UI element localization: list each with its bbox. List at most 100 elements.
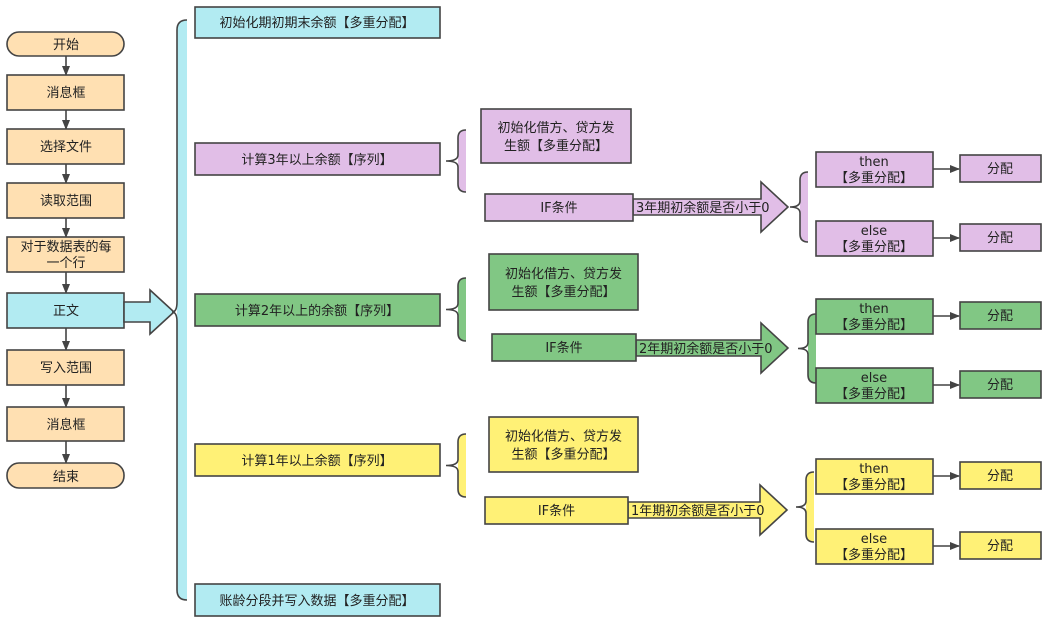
init-balance-shape bbox=[194, 6, 441, 39]
condition-label: 2年期初余额是否小于0 bbox=[639, 341, 773, 357]
section-brace bbox=[445, 277, 467, 342]
section-title-label: 计算2年以上的余额【序列】 bbox=[235, 303, 399, 319]
section-title-shape bbox=[194, 142, 441, 176]
if-condition-label: IF条件 bbox=[538, 503, 575, 519]
then-branch-node[interactable]: then【多重分配】 bbox=[815, 151, 934, 188]
branch-brace bbox=[797, 313, 817, 384]
branch-brace bbox=[795, 471, 815, 543]
section-brace-fill bbox=[458, 278, 466, 341]
then-assign-label: 分配 bbox=[987, 162, 1013, 177]
then-branch-shape bbox=[815, 458, 934, 495]
body-label: 正文 bbox=[53, 304, 79, 319]
else-branch-node[interactable]: else【多重分配】 bbox=[815, 220, 934, 257]
section-title-label: 计算1年以上余额【序列】 bbox=[241, 453, 392, 469]
else-branch-label-line2: 【多重分配】 bbox=[835, 547, 913, 563]
msgbox-node-2[interactable]: 消息框 bbox=[6, 406, 125, 442]
else-assign-node[interactable]: 分配 bbox=[959, 370, 1042, 399]
aging-write-label: 账龄分段并写入数据【多重分配】 bbox=[219, 593, 414, 609]
branch-brace-fill bbox=[800, 172, 808, 242]
body-node[interactable]: 正文 bbox=[6, 292, 125, 329]
section-brace bbox=[445, 433, 467, 498]
aging-write-shape bbox=[194, 583, 441, 617]
aging-write-node[interactable]: 账龄分段并写入数据【多重分配】 bbox=[194, 583, 441, 617]
then-assign-node[interactable]: 分配 bbox=[959, 301, 1042, 330]
section-title-node[interactable]: 计算1年以上余额【序列】 bbox=[194, 443, 441, 477]
section-title-label: 计算3年以上余额【序列】 bbox=[241, 152, 392, 168]
then-branch-label-line2: 【多重分配】 bbox=[835, 477, 913, 493]
else-branch-label-line2: 【多重分配】 bbox=[835, 386, 913, 402]
for-each-row-label-line2: 一个行 bbox=[46, 256, 85, 271]
if-condition-node[interactable]: IF条件 bbox=[484, 193, 634, 222]
body-expand-arrow bbox=[123, 288, 176, 336]
else-branch-node[interactable]: else【多重分配】 bbox=[815, 367, 934, 404]
else-branch-label-line1: else bbox=[861, 371, 887, 386]
start-shape bbox=[6, 31, 125, 57]
section-title-node[interactable]: 计算2年以上的余额【序列】 bbox=[194, 293, 441, 327]
then-assign-shape bbox=[959, 154, 1042, 183]
init-debit-credit-label-line2: 生额【多重分配】 bbox=[504, 138, 608, 154]
select-file-node[interactable]: 选择文件 bbox=[6, 128, 125, 165]
then-assign-node[interactable]: 分配 bbox=[959, 154, 1042, 183]
else-branch-label-line2: 【多重分配】 bbox=[835, 239, 913, 255]
main-flow: 开始 消息框 选择文件 读取范围 对于数据表的每 一个行 正文 写入范围 bbox=[6, 31, 176, 489]
msgbox-shape bbox=[6, 406, 125, 442]
else-branch-node[interactable]: else【多重分配】 bbox=[815, 528, 934, 565]
init-balance-node[interactable]: 初始化期初期末余额【多重分配】 bbox=[194, 6, 441, 39]
then-branch-shape bbox=[815, 298, 934, 335]
if-condition-node[interactable]: IF条件 bbox=[484, 496, 629, 525]
if-condition-label: IF条件 bbox=[540, 200, 577, 216]
if-condition-label: IF条件 bbox=[545, 340, 582, 356]
section-title-node[interactable]: 计算3年以上余额【序列】 bbox=[194, 142, 441, 176]
init-debit-credit-shape bbox=[480, 108, 632, 164]
else-branch-label-line1: else bbox=[861, 532, 887, 547]
select-file-label: 选择文件 bbox=[40, 140, 92, 155]
then-branch-label-line1: then bbox=[859, 302, 889, 317]
end-node[interactable]: 结束 bbox=[6, 462, 125, 489]
read-range-node[interactable]: 读取范围 bbox=[6, 182, 125, 219]
branch-brace-fill bbox=[808, 314, 816, 383]
end-label: 结束 bbox=[53, 470, 79, 485]
then-assign-shape bbox=[959, 301, 1042, 330]
branch-brace-fill bbox=[806, 472, 814, 542]
condition-arrow bbox=[635, 321, 790, 375]
start-node[interactable]: 开始 bbox=[6, 31, 125, 57]
body-shape bbox=[6, 292, 125, 329]
init-debit-credit-label-line1: 初始化借方、贷方发 bbox=[497, 120, 614, 136]
for-each-row-label-line1: 对于数据表的每 bbox=[20, 239, 111, 255]
section-title-shape bbox=[194, 443, 441, 477]
if-condition-shape bbox=[484, 193, 634, 222]
then-branch-label-line1: then bbox=[859, 462, 889, 477]
init-debit-credit-label-line1: 初始化借方、贷方发 bbox=[505, 266, 622, 282]
write-range-shape bbox=[6, 349, 125, 386]
branch-brace bbox=[789, 171, 809, 243]
msgbox-node-1[interactable]: 消息框 bbox=[6, 74, 125, 111]
section-brace-fill bbox=[458, 434, 466, 497]
then-branch-shape bbox=[815, 151, 934, 188]
condition-label: 1年期初余额是否小于0 bbox=[631, 503, 765, 519]
else-assign-node[interactable]: 分配 bbox=[959, 531, 1042, 560]
select-file-shape bbox=[6, 128, 125, 165]
else-assign-node[interactable]: 分配 bbox=[959, 223, 1042, 252]
section-title-shape bbox=[194, 293, 441, 327]
then-branch-label-line2: 【多重分配】 bbox=[835, 317, 913, 333]
for-each-row-node[interactable]: 对于数据表的每 一个行 bbox=[6, 236, 125, 273]
write-range-node[interactable]: 写入范围 bbox=[6, 349, 125, 386]
end-shape bbox=[6, 462, 125, 489]
else-branch-shape bbox=[815, 220, 934, 257]
condition-label: 3年期初余额是否小于0 bbox=[636, 200, 770, 216]
then-branch-node[interactable]: then【多重分配】 bbox=[815, 298, 934, 335]
init-debit-credit-label-line2: 生额【多重分配】 bbox=[511, 447, 615, 463]
section-brace-fill bbox=[458, 130, 466, 192]
then-assign-shape bbox=[959, 461, 1042, 490]
else-assign-label: 分配 bbox=[987, 539, 1013, 554]
if-condition-node[interactable]: IF条件 bbox=[491, 333, 637, 362]
then-branch-node[interactable]: then【多重分配】 bbox=[815, 458, 934, 495]
then-assign-label: 分配 bbox=[987, 469, 1013, 484]
then-assign-node[interactable]: 分配 bbox=[959, 461, 1042, 490]
